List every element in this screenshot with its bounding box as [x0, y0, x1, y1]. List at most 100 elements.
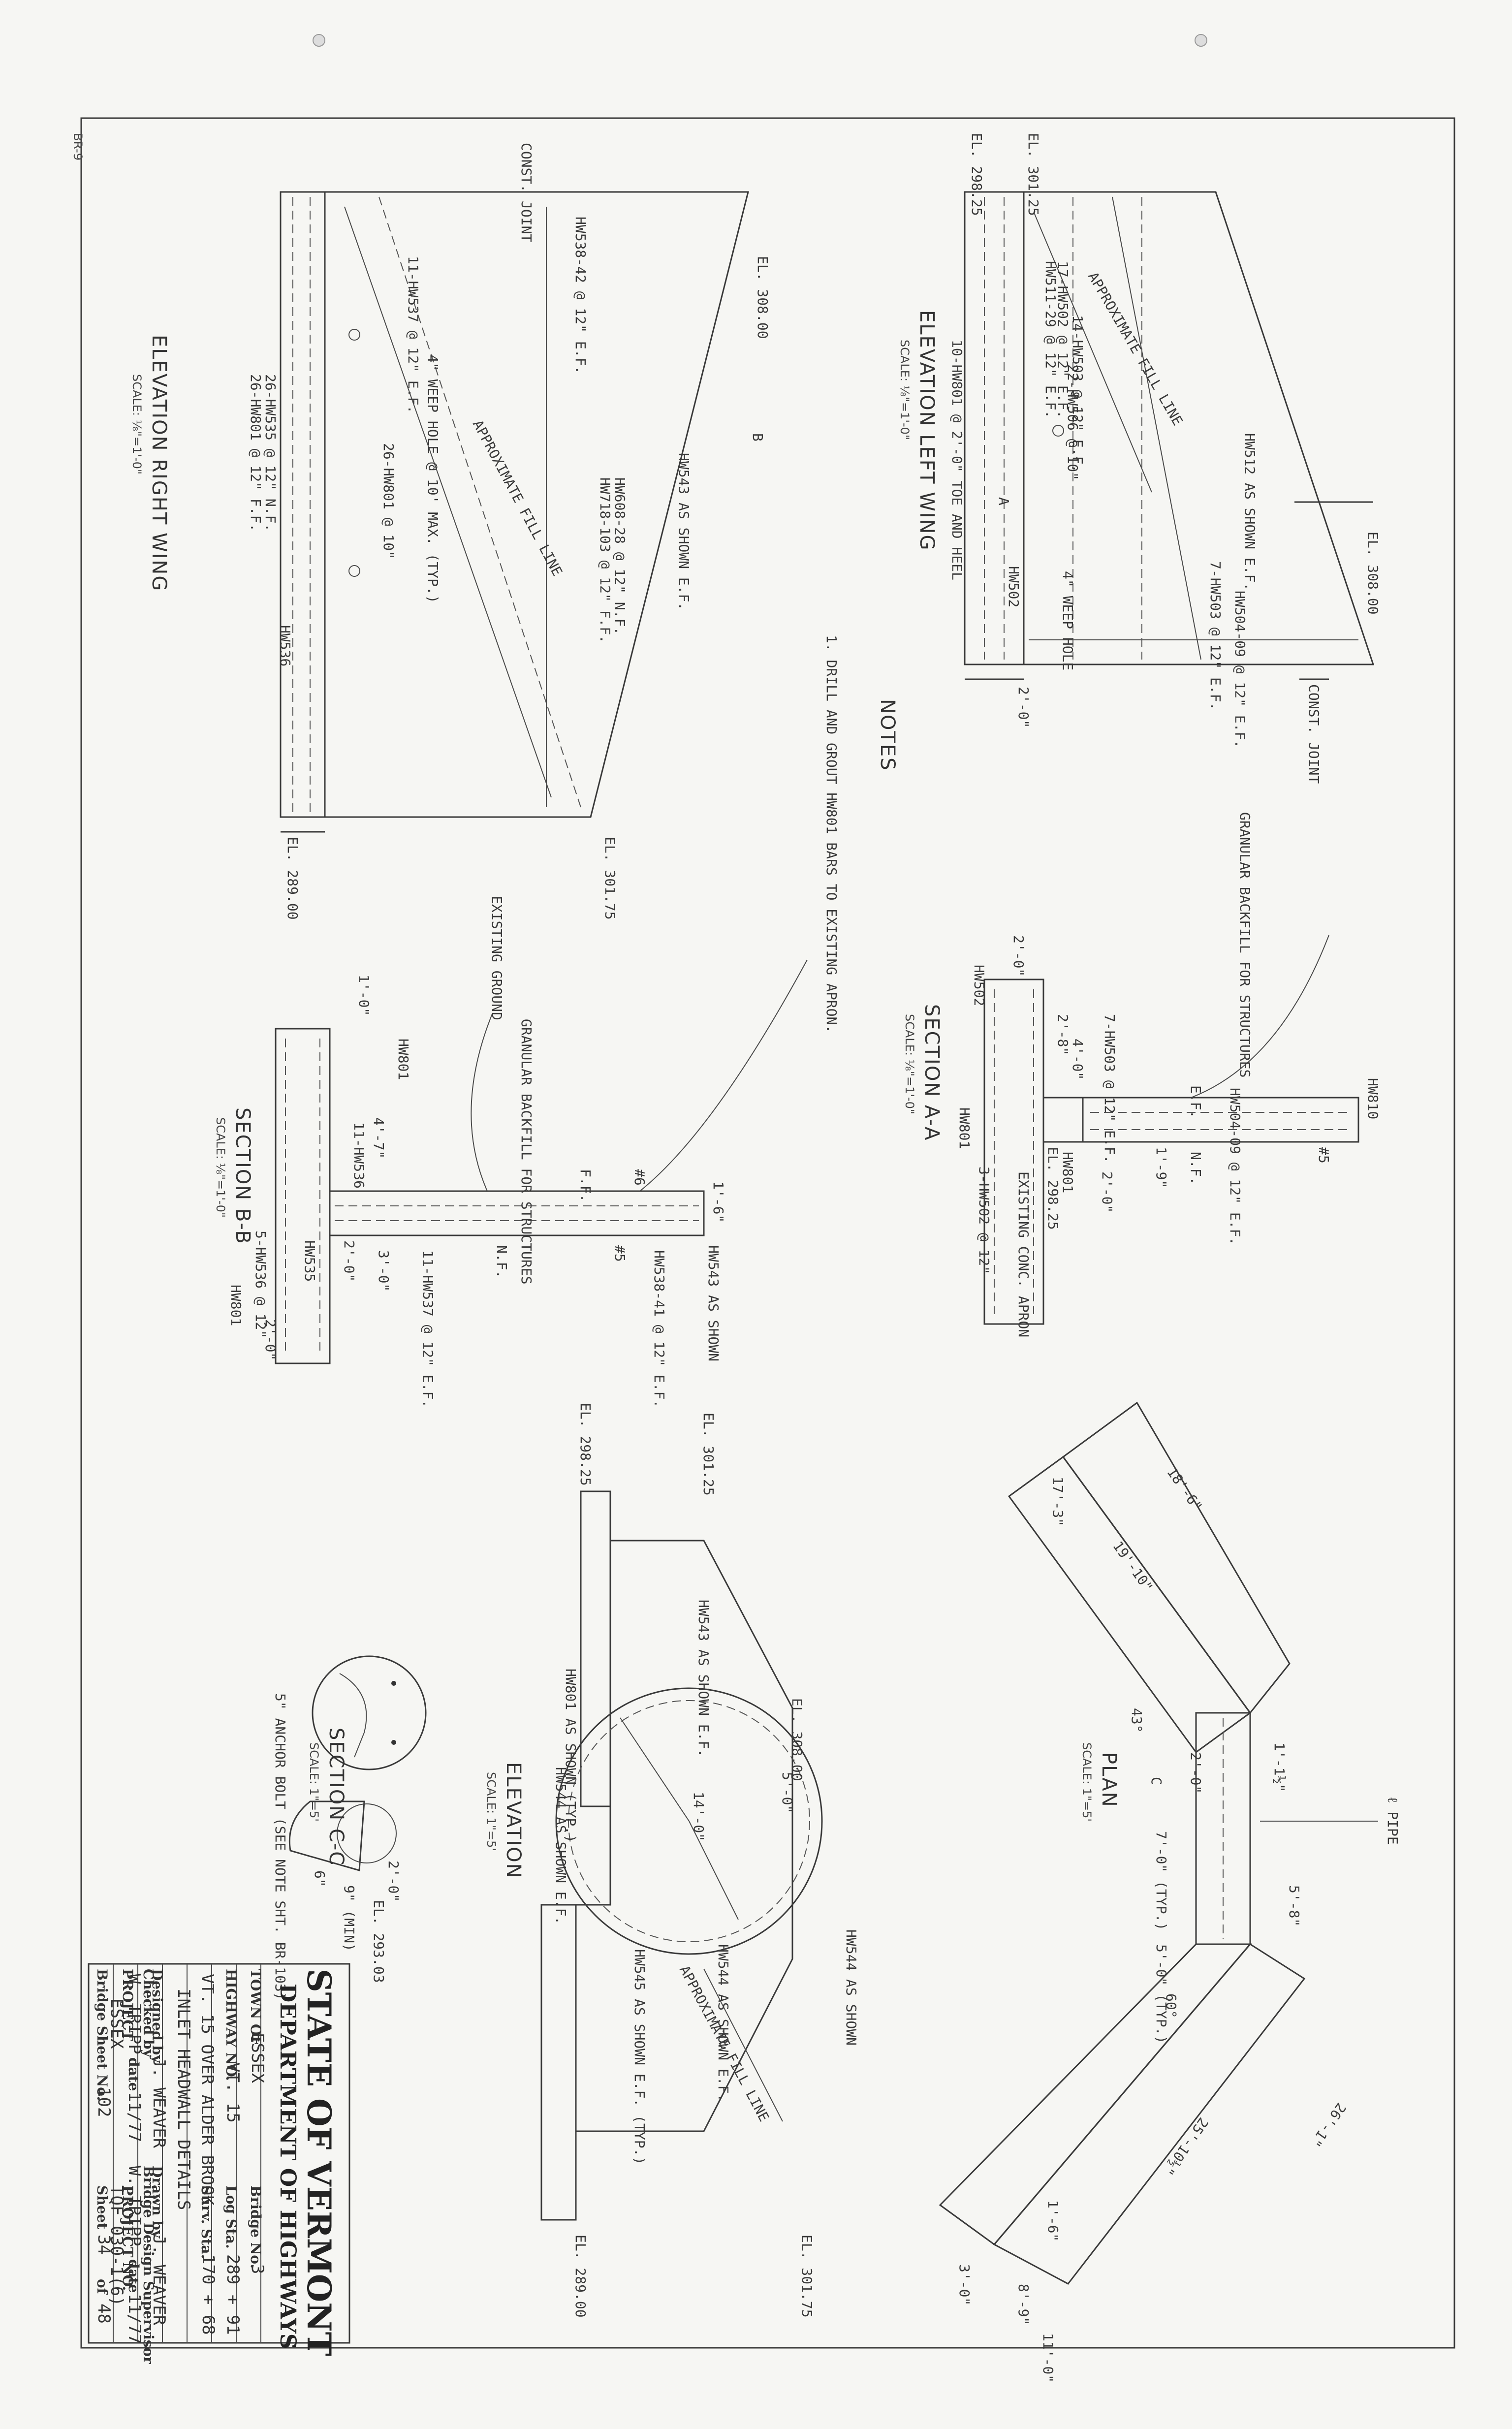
section-a-label: 1'-9" — [1153, 1147, 1169, 1188]
plan-label: 11'-0" — [1040, 2333, 1056, 2383]
section-a-label: GRANULAR BACKFILL FOR STRUCTURES — [1237, 812, 1253, 1077]
right-wing-label: B — [750, 433, 766, 442]
right-wing-label: HW538-42 @ 12" E.F. — [572, 217, 589, 374]
section-b-b: SECTION B-B SCALE: ⅛"=1'-0" EXISTING GRO… — [214, 896, 808, 1408]
section-a-label: 7-HW503 @ 12" E.F. — [1102, 1014, 1118, 1163]
section-b-stem — [329, 1190, 705, 1236]
elevation-label: HW543 AS SHOWN E.F. — [695, 1600, 712, 1757]
tb-supervisor: W. TRIPP — [125, 2166, 144, 2246]
section-b-label: 1'-0" — [356, 975, 372, 1016]
tb-designed: J. WEAVER — [149, 2057, 169, 2148]
section-b-label: 5-HW536 @ 12" — [252, 1230, 269, 1338]
section-b-footing — [275, 1028, 331, 1364]
section-b-label: 11-HW536 — [351, 1122, 367, 1189]
plan-label: 19'-10" — [1109, 1538, 1156, 1595]
elevation-right-wing: ELEVATION RIGHT WING SCALE: ⅛"=1'-0" CON… — [130, 143, 771, 920]
plan-label: 2'-0" — [1188, 1752, 1204, 1794]
punch-hole — [1195, 34, 1207, 47]
right-wing-label: EL. 289.00 — [284, 837, 301, 920]
tb-project: ESSEX — [107, 1998, 126, 2049]
section-a-scale: SCALE: ⅛"=1'-0" — [903, 1014, 916, 1114]
plan-label: 18'-6" — [1164, 1464, 1205, 1514]
section-a-label: HW502 — [971, 965, 987, 1006]
left-wing-label: HW502 — [1006, 566, 1022, 607]
tb-of: 48 — [94, 2303, 114, 2324]
tb-town: ESSEX — [248, 2033, 267, 2083]
right-wing-label: 4" WEEP HOLE @ 10' MAX. (TYP.) — [425, 354, 441, 603]
title-block-frame — [88, 1963, 350, 2344]
left-wing-label: A — [996, 497, 1012, 505]
section-b-label: 11-HW537 @ 12" E.F. — [420, 1250, 436, 1408]
tb-date-1: 11/77 — [125, 2092, 144, 2142]
tb-state: STATE OF VERMONT — [300, 1969, 338, 2356]
elevation-pipe — [555, 1687, 823, 1955]
right-wing-label: APPROXIMATE FILL LINE — [470, 417, 566, 579]
tb-project-key: PROJECT — [120, 1969, 136, 2041]
tb-project-no-key: PROJECT NO. — [120, 2185, 136, 2291]
section-a-label: 2'-8" — [1055, 1014, 1071, 1055]
section-b-label: F.F. — [577, 1169, 594, 1202]
section-b-label: HW538-41 @ 12" E.F. — [651, 1250, 667, 1408]
tb-drawn: J. WEAVER — [149, 2235, 169, 2326]
elevation-label: EL. 301.75 — [799, 2235, 815, 2318]
section-b-label: 2'-0" — [262, 1319, 279, 1360]
plan-label: 43° — [1129, 1708, 1145, 1733]
right-wing-label: HW536 — [277, 625, 293, 666]
right-wing-label: HW608-28 @ 12" N.F. — [612, 477, 628, 635]
tb-highway-key: HIGHWAY NO. — [223, 1969, 239, 2081]
elevation-title: ELEVATION — [502, 1762, 525, 1879]
sheet-id: BR-9 — [71, 133, 85, 160]
tb-date-key-2: date — [126, 2259, 142, 2293]
tb-dept: DEPARTMENT OF HIGHWAYS — [275, 1984, 300, 2349]
section-c-label: 6" — [312, 1870, 328, 1887]
section-a-title: SECTION A-A — [920, 1004, 943, 1141]
elevation-label: HW544 AS SHOWN — [843, 1929, 859, 2046]
section-a-label: EL. 298.25 — [1045, 1147, 1061, 1230]
punch-hole — [313, 34, 325, 47]
left-wing-label: HW511-29 @ 12" E.F. — [1042, 261, 1059, 418]
elevation-view: ELEVATION SCALE: 1"=5' EL. 301.25 EL. 29… — [484, 1403, 859, 2318]
plan-scale: SCALE: 1"=5' — [1080, 1742, 1094, 1822]
right-wing-label: 11-HW537 @ 12" E.F. — [405, 256, 421, 413]
right-wing-label: 26-HW801 @ 12" F.F. — [248, 374, 264, 532]
notes-title: NOTES — [876, 699, 899, 771]
section-a-label: N.F. — [1188, 1152, 1204, 1185]
section-c-label: 9" (MIN) — [341, 1885, 357, 1952]
tb-checked: W. TRIPP — [125, 1974, 144, 2054]
section-a-label: HW801 — [1060, 1152, 1076, 1193]
section-b-label: 2'-0" — [341, 1240, 357, 1282]
elevation-label: 14'-0" — [691, 1792, 707, 1841]
tb-designed-key: Designed by — [149, 1969, 165, 2063]
left-wing-label: EL. 301.25 — [1025, 133, 1041, 216]
section-c-c: SECTION C-C SCALE: 1"=5' 5" ANCHOR BOLT … — [272, 1655, 427, 2000]
right-wing-label: 26-HW535 @ 12" N.F. — [262, 374, 279, 532]
plan-label: C — [1148, 1777, 1165, 1785]
plan-label: 60° — [1163, 1993, 1179, 2019]
elevation-headwall — [575, 1540, 793, 2132]
left-wing-label: HW504-09 @ 12" E.F. — [1232, 591, 1248, 748]
left-wing-label: 4" WEEP HOLE — [1060, 571, 1076, 670]
section-b-label: HW801 — [228, 1285, 244, 1326]
elevation-label: HW544 AS SHOWN E.F. — [553, 1767, 569, 1924]
elevation-label: EL. 308.00 — [789, 1698, 805, 1781]
elevation-left-wing: ELEVATION LEFT WING SCALE: ⅛"=1'-0" EL. … — [898, 133, 1381, 784]
section-a-label: HW810 — [1365, 1078, 1381, 1119]
tb-highway: VT. 15 — [223, 2062, 243, 2123]
tb-drawing-title: INLET HEADWALL DETAILS — [174, 1988, 193, 2210]
tb-bridge-sheet: 102 — [94, 2087, 114, 2117]
left-wing-label: 17-HW502 @ 12" E.F. — [1055, 261, 1071, 418]
left-wing-label: 10-HW801 @ 2'-0" TOE AND HEEL — [949, 340, 965, 580]
section-b-label: HW801 — [395, 1039, 411, 1080]
elevation-label: EL. 301.25 — [700, 1413, 717, 1496]
section-a-label: 2'-0" — [1010, 935, 1027, 977]
plan-view: PLAN SCALE: 1"=5' 18'-6" 17'-3" 19'-10" … — [939, 1401, 1401, 2383]
tb-bridge-sheet-key: Bridge Sheet No. — [94, 1969, 110, 2101]
right-wing-label: 26-HW801 @ 10" — [380, 443, 397, 559]
tb-date-2: 11/77 — [125, 2294, 144, 2344]
elevation-label: 5'-0" — [779, 1772, 795, 1813]
section-a-label: E.F. — [1188, 1085, 1204, 1118]
plan-wing-lower — [939, 1943, 1252, 2246]
section-a-label: 2'-0" — [1099, 1171, 1115, 1213]
tb-supervisor-key: Bridge Design Supervisor — [140, 2166, 157, 2365]
right-wing-label: EL. 301.75 — [602, 837, 618, 920]
